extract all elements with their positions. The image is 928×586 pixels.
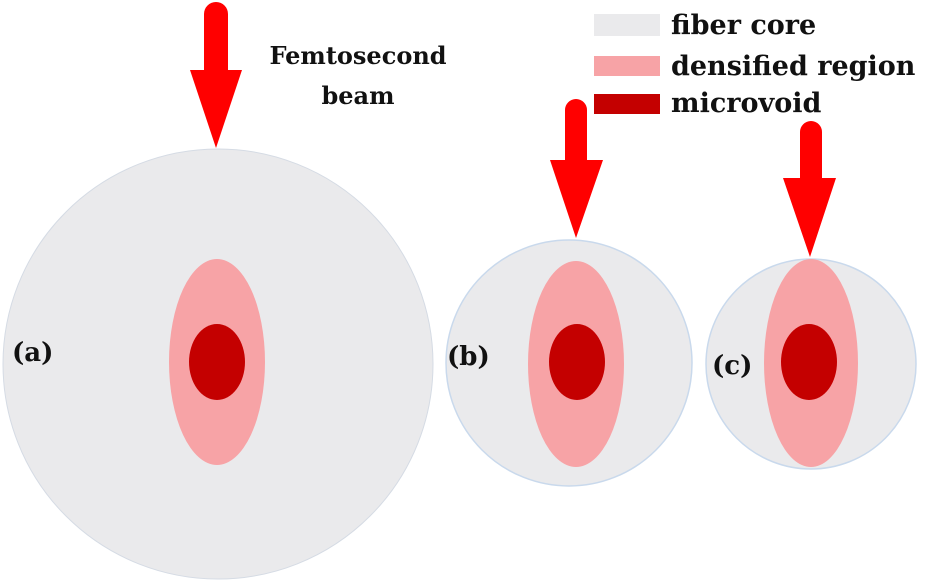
microvoid-b [549,324,605,400]
beam-label-line2: beam [322,81,395,110]
beam-label-line1: Femtosecond [269,41,446,70]
legend-label-fiber-core: fiber core [671,10,816,41]
legend-swatch-microvoid [594,94,660,114]
panel-a: (a) [2,2,434,580]
beam-arrow-a [190,2,242,148]
legend-label-microvoid: microvoid [671,88,821,119]
beam-arrow-b [550,99,603,238]
panel-b: (b) [445,99,693,487]
microvoid-a [189,324,245,400]
legend-label-densified-region: densified region [671,51,916,82]
microvoid-c [781,324,837,400]
panel-label-b: (b) [447,342,490,372]
panel-label-a: (a) [12,338,53,368]
legend-swatch-densified-region [594,56,660,76]
panel-c: (c) [705,121,917,470]
legend-swatch-fiber-core [594,14,660,36]
legend: fiber core densified region microvoid [594,10,916,119]
beam-arrow-c [783,121,836,257]
panel-label-c: (c) [712,351,752,381]
